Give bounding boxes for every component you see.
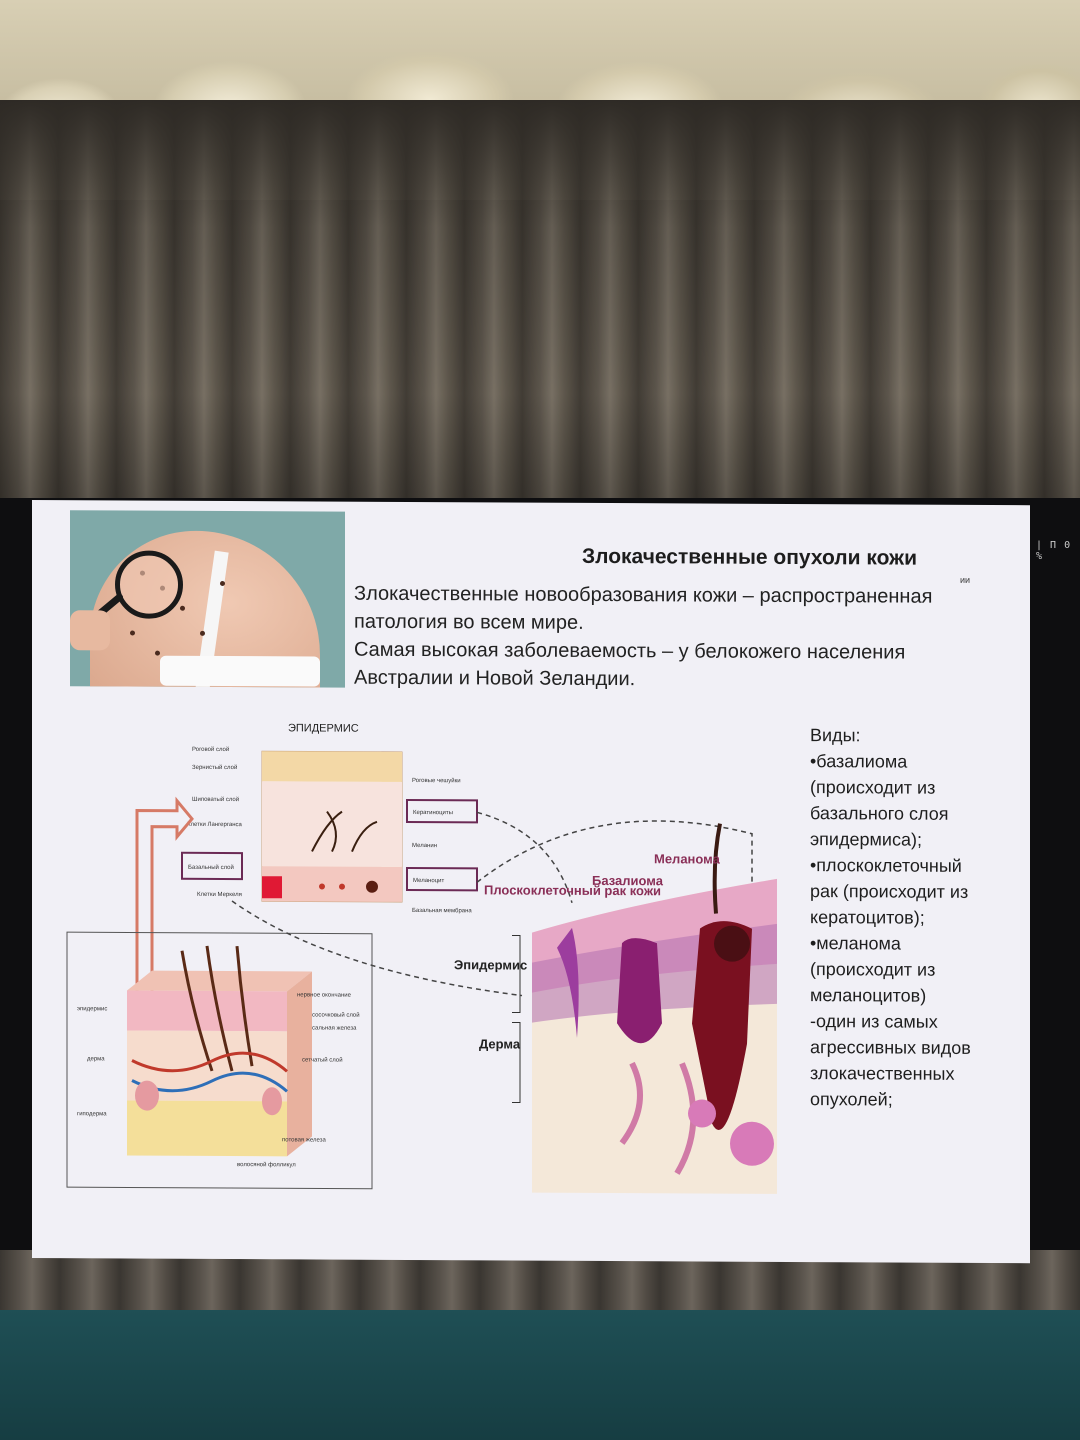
label-stratum-granulosum: Зернистый слой <box>192 764 237 771</box>
curtain-shade <box>0 100 1080 520</box>
label-basal-layer: Базальный слой <box>188 864 234 871</box>
skin-right-labels: нервное окончание сосочковый слой сальна… <box>237 992 360 1168</box>
label-sweat-gland: потовая железа <box>282 1137 326 1143</box>
label-epidermis-small: эпидермис <box>77 1006 107 1012</box>
label-hair-follicle: волосяной фолликул <box>237 1161 296 1168</box>
epidermis-heading: ЭПИДЕРМИС <box>288 722 359 734</box>
epidermis-right-labels: Роговые чешуйки Кератиноциты Меланин Мел… <box>406 777 478 914</box>
label-melanocyte: Меланоцит <box>413 878 444 884</box>
label-nerve-ending: нервное окончание <box>297 992 352 998</box>
label-basement-membrane: Базальная мембрана <box>412 908 472 914</box>
label-stratum-corneum: Роговой слой <box>192 746 229 753</box>
label-horny-scales: Роговые чешуйки <box>412 777 461 784</box>
label-scc: Плоскоклеточный рак кожи <box>484 882 661 898</box>
label-dermis-small: дерма <box>87 1056 105 1062</box>
zoom-arrow <box>135 796 194 1011</box>
label-sebaceous-gland: сальная железа <box>312 1025 357 1031</box>
label-melanin: Меланин <box>412 843 437 849</box>
connector-line <box>476 820 753 914</box>
label-dermis: Дерма <box>479 1036 521 1051</box>
label-melanoma: Меланома <box>654 851 721 866</box>
stage-floor <box>0 1310 1080 1440</box>
skin-diagrams: ЭПИДЕРМИС Роговой слой Зернистый слой Ши… <box>66 722 777 1194</box>
label-merkel-cells: Клетки Меркеля <box>197 892 242 898</box>
label-keratinocytes: Кератиноциты <box>413 810 453 816</box>
tumor-illustration <box>512 823 777 1194</box>
label-langerhans-cells: Клетки Лангерганса <box>187 822 243 828</box>
epidermis-block <box>261 750 403 903</box>
label-epidermis: Эпидермис <box>454 957 527 972</box>
label-papillary-layer: сосочковый слой <box>312 1011 360 1018</box>
screen-side-label: | П 0 % <box>1036 540 1072 562</box>
skin-diagram-frame <box>66 931 373 1190</box>
slide: Злокачественные опухоли кожи ии Злокачес… <box>32 500 1030 1264</box>
skin-cross-section <box>127 945 312 1157</box>
skin-left-labels: эпидермис дерма гиподерма <box>77 1006 107 1117</box>
tumor-labels: Плоскоклеточный рак кожи Базалиома Мелан… <box>454 851 721 1051</box>
epidermis-left-labels: Роговой слой Зернистый слой Шиповатый сл… <box>181 746 243 898</box>
connector-line <box>476 811 573 904</box>
label-reticular-layer: сетчатый слой <box>302 1056 343 1063</box>
label-basalioma: Базалиома <box>592 873 664 888</box>
connector-line <box>231 900 523 997</box>
label-stratum-spinosum: Шиповатый слой <box>192 796 239 803</box>
label-hypodermis-small: гиподерма <box>77 1111 107 1117</box>
